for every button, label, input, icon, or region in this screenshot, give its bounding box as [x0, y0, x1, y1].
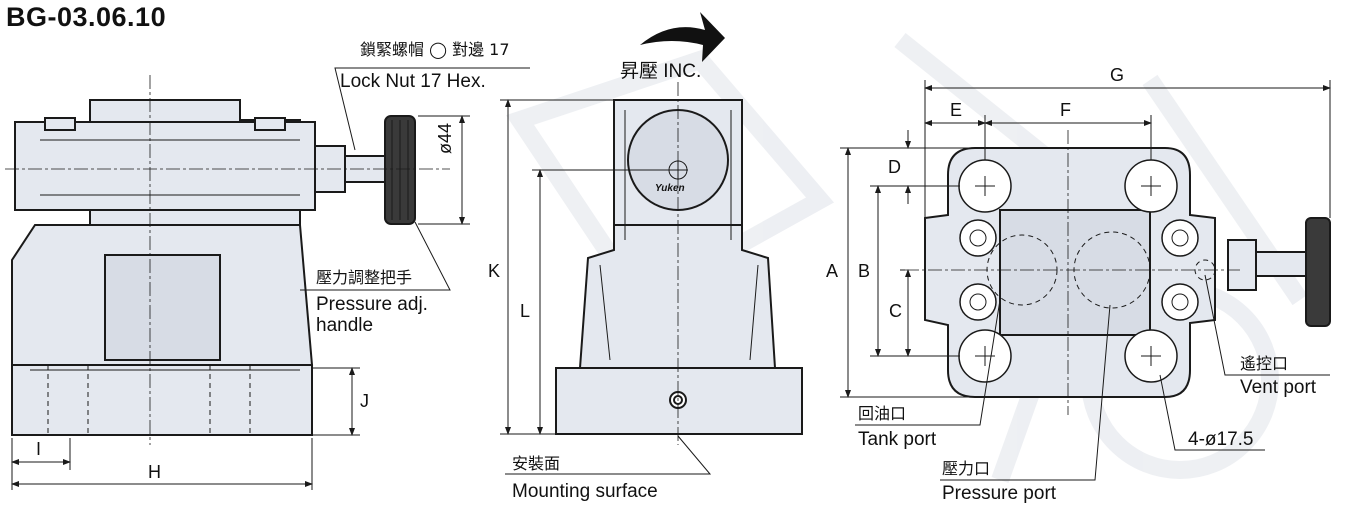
dim-label-a: A	[826, 261, 839, 281]
dim-label-k: K	[488, 261, 501, 281]
diameter-label: ø44	[435, 122, 455, 154]
handle-label-en-line1: Pressure adj.	[316, 294, 428, 315]
side-view-details	[30, 120, 409, 371]
inc-arrow	[640, 12, 725, 62]
dim-label-e: E	[950, 100, 963, 120]
pressure-port-label-cn: 壓力口	[942, 459, 991, 478]
mounting-label-en: Mounting surface	[512, 481, 658, 502]
top-view-centerlines	[905, 130, 1240, 415]
page-title: BG-03.06.10	[6, 2, 167, 32]
holes-label: 4-ø17.5	[1188, 429, 1254, 450]
dim-label-b: B	[858, 261, 871, 281]
tank-port-label-en: Tank port	[858, 429, 937, 450]
handle-label-en-line2: handle	[316, 315, 374, 336]
top-view-hole-inner	[969, 176, 1189, 366]
dim-label-d: D	[888, 157, 901, 177]
inc-label: 昇壓 INC.	[620, 61, 702, 82]
front-view	[555, 99, 803, 435]
vent-port-label-en: Vent port	[1240, 377, 1317, 398]
vent-port-label-cn: 遙控口	[1240, 354, 1289, 373]
side-view-centerlines	[5, 75, 450, 445]
handle-label-cn: 壓力調整把手	[316, 268, 413, 287]
dim-label-f: F	[1060, 100, 1071, 120]
dim-label-h: H	[148, 462, 161, 482]
front-view-dimensions	[500, 99, 712, 475]
dim-label-g: G	[1110, 65, 1125, 85]
dim-label-c: C	[889, 301, 902, 321]
lock-nut-label-cn: 鎖緊螺帽 ◯ 對邊 17	[360, 40, 510, 59]
side-view-dimensions	[11, 67, 530, 490]
dim-label-l: L	[520, 301, 531, 321]
brand-logo: Yuken	[655, 183, 685, 194]
lock-nut-label-en: Lock Nut 17 Hex.	[340, 71, 486, 92]
tank-port-label-cn: 回油口	[858, 404, 907, 423]
dim-label-i: I	[36, 439, 42, 459]
dim-label-j: J	[360, 391, 369, 411]
side-view-hidden-lines	[47, 365, 251, 435]
pressure-port-label-en: Pressure port	[942, 483, 1057, 504]
top-view-dimensions	[840, 80, 1331, 481]
mounting-label-cn: 安裝面	[512, 454, 561, 473]
